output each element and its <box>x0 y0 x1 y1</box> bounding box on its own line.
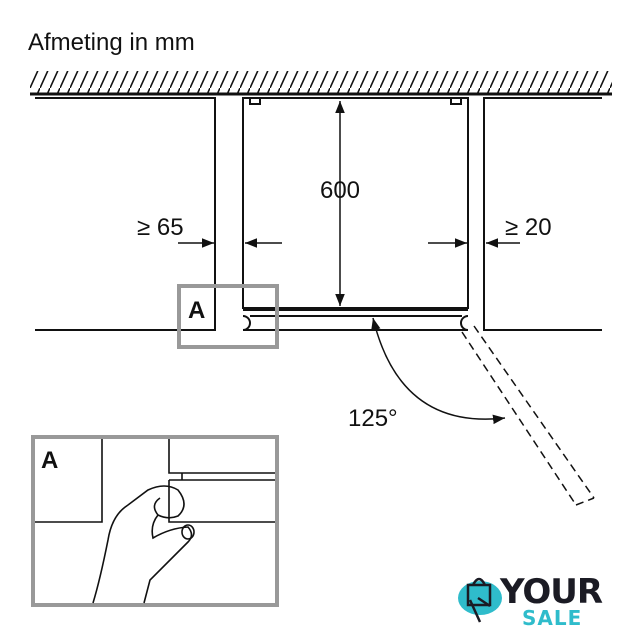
inset-label: A <box>41 447 58 474</box>
ceiling <box>30 71 612 96</box>
height-label: 600 <box>320 177 360 204</box>
open-door-outline <box>461 325 595 506</box>
left-cabinet <box>35 97 216 331</box>
left-gap-label: ≥ 65 <box>137 214 184 241</box>
detail-marker-label: A <box>188 297 205 324</box>
hand-illustration <box>92 485 193 604</box>
diagram-title: Afmeting in mm <box>28 29 195 56</box>
your-sale-logo-icon <box>458 577 502 623</box>
your-sale-logo: YOUR SALE <box>452 570 612 630</box>
logo-text-your: YOUR <box>500 572 603 612</box>
appliance-body <box>242 97 469 309</box>
right-gap-label: ≥ 20 <box>505 214 552 241</box>
angle-arc-arrow <box>371 317 506 425</box>
detail-marker-box <box>177 284 279 349</box>
logo-text-sale: SALE <box>522 606 583 630</box>
right-cabinet <box>483 97 602 331</box>
angle-label: 125° <box>348 405 398 432</box>
detail-inset: A <box>31 435 279 607</box>
